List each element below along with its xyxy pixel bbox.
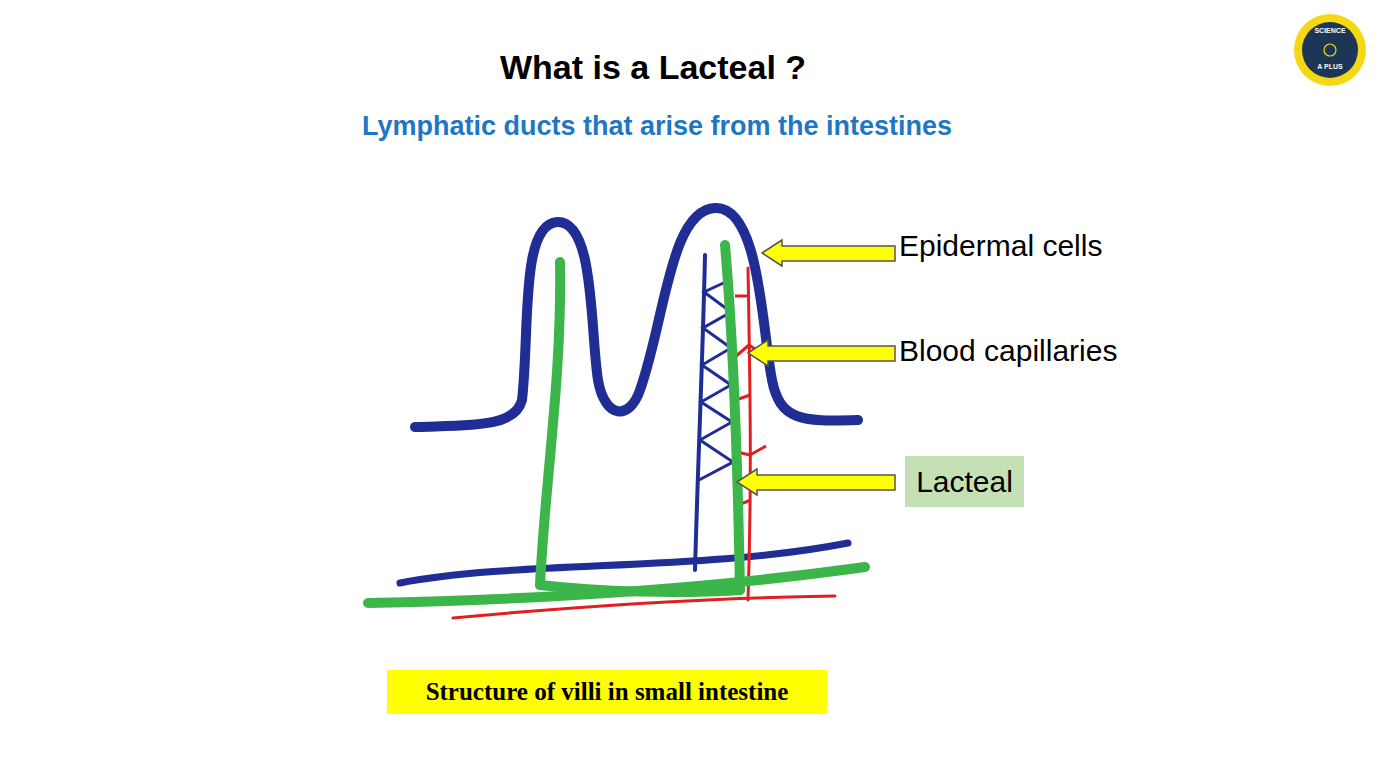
logo-atom <box>1324 44 1336 56</box>
node-text: Lacteal <box>916 465 1013 499</box>
capillary-vein <box>695 255 705 570</box>
subtitle-text: Lymphatic ducts that arise from the inte… <box>257 111 1057 142</box>
lacteal-left <box>540 262 740 592</box>
logo-text: A PLUS <box>1300 63 1360 71</box>
logo-text: SCIENCE <box>1300 27 1360 35</box>
lymph-vessel <box>368 567 865 603</box>
lacteal-label-box: Lacteal <box>905 456 1024 507</box>
leader-arrow <box>762 240 895 266</box>
part-label: Blood capillaries <box>899 334 1117 369</box>
caption-box: Structure of villi in small intestine <box>387 670 827 714</box>
leader-arrow <box>737 469 895 495</box>
capillary-artery <box>748 268 750 600</box>
logo-ring <box>1294 14 1366 86</box>
part-label: Epidermal cells <box>899 229 1102 264</box>
leader-arrow <box>748 340 895 366</box>
villus-outline <box>415 208 858 427</box>
title-text: What is a Lacteal ? <box>353 48 953 87</box>
lacteal-right <box>725 245 740 590</box>
